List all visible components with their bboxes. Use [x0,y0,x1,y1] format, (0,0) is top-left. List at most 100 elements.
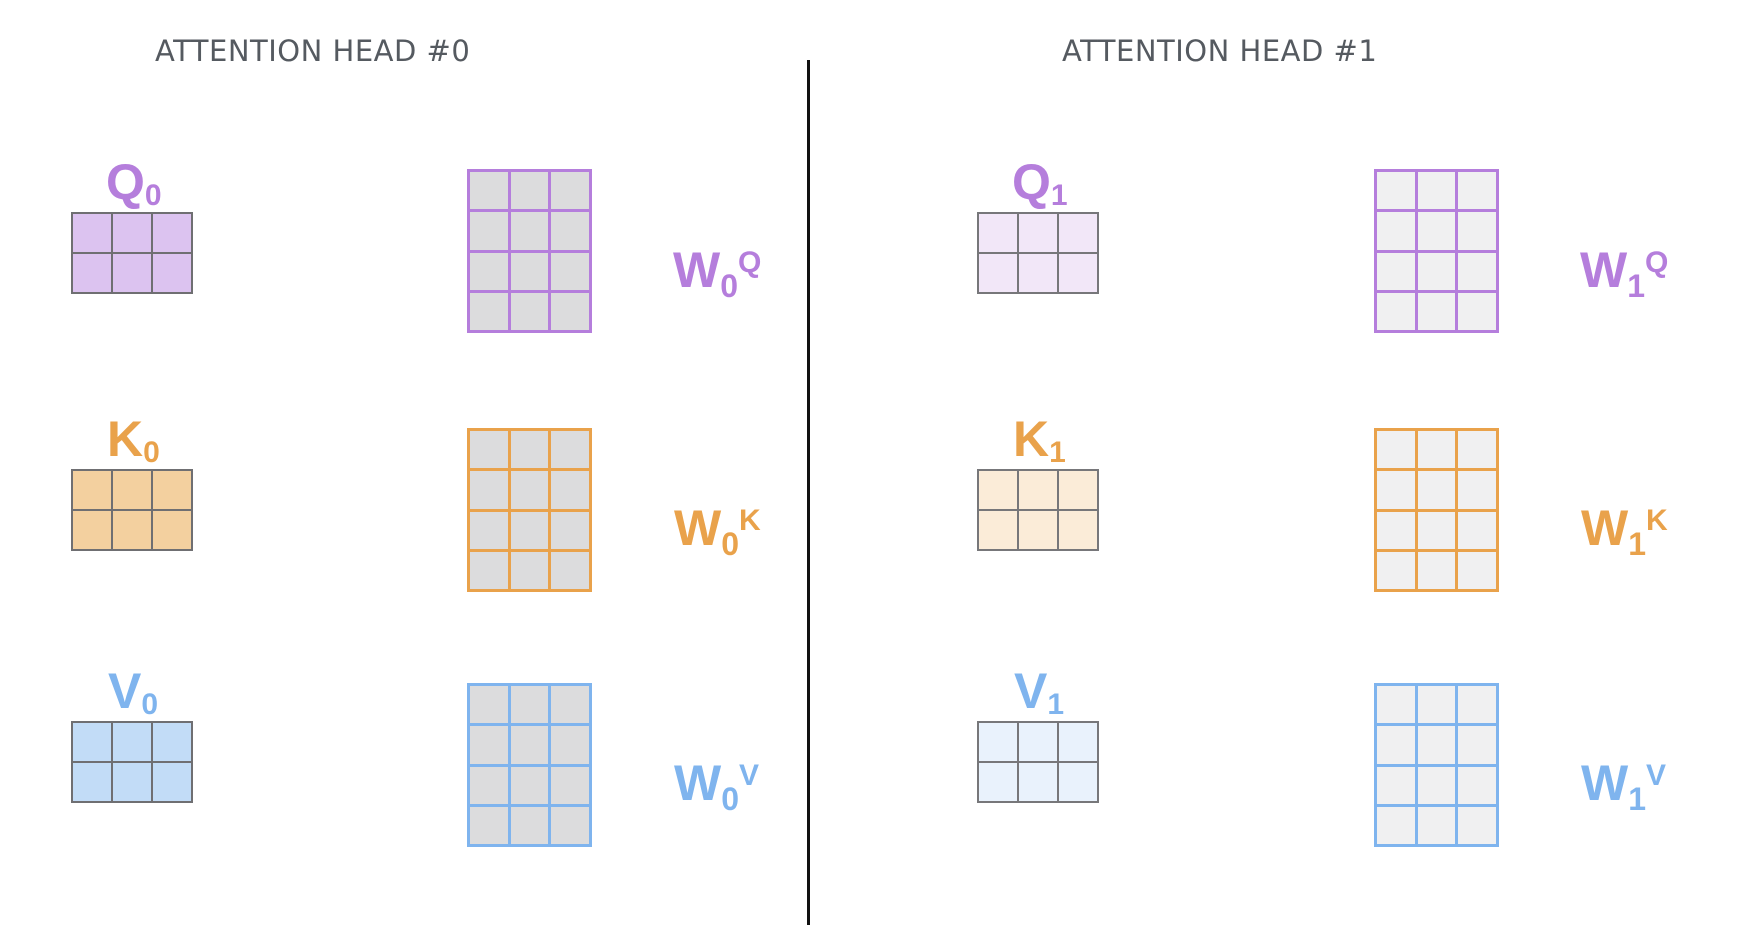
head-1-key-vector-cell [1059,511,1097,549]
head-1-query-weight-matrix-cell [1377,212,1415,250]
head-1-key-weight-matrix-cell [1458,511,1496,549]
head-1-key-weight-matrix-cell [1377,551,1415,589]
head-0-query-weight-matrix-cell [470,212,508,250]
head-0-query-weight-matrix-cell [470,292,508,330]
head-1-query-weight-matrix-cell [1458,212,1496,250]
head-0-value-weight-matrix-cell [510,806,549,844]
head-0-value-weight-label: W0V [674,755,760,817]
head-0-key-label: K0 [107,411,160,469]
head-0-title: ATTENTION HEAD #0 [155,34,471,68]
head-0-query-weight-matrix-cell [510,252,549,290]
head-1-value-label: V1 [1014,663,1065,721]
head-1-key-weight-matrix-cell [1458,431,1496,469]
head-0-query-weight-matrix-cell [510,172,549,210]
head-1-query-weight-matrix-cell [1417,252,1456,290]
head-0-value-vector-cell [113,763,151,801]
head-0-value-vector-cell [113,723,151,761]
head-1-query-vector-cell [1019,214,1057,252]
head-1-query-vector-cell [979,214,1017,252]
head-0-key-weight-matrix-cell [510,471,549,509]
head-1-key-vector [977,469,1099,551]
head-1-query-weight-matrix [1374,169,1499,333]
head-1-query-weight-matrix-cell [1458,292,1496,330]
head-1-query-weight-matrix-cell [1417,292,1456,330]
head-0-value-weight-matrix [467,683,592,847]
head-0-value-weight-matrix-cell [551,766,589,804]
head-1-query-weight-matrix-cell [1458,252,1496,290]
head-0-query-weight-matrix-cell [551,212,589,250]
head-1-key-weight-matrix-cell [1458,551,1496,589]
head-0-query-weight-label: W0Q [673,242,762,304]
head-0-query-vector [71,212,193,294]
head-1-key-weight-matrix-cell [1417,511,1456,549]
head-0-value-weight-matrix-cell [470,686,508,724]
head-1-value-weight-matrix-cell [1377,686,1415,724]
head-0-value-vector-cell [73,763,111,801]
head-0-value-label: V0 [108,663,159,721]
head-0-key-vector-cell [113,471,151,509]
head-1-query-weight-label: W1Q [1580,242,1669,304]
head-1-key-vector-cell [979,511,1017,549]
head-0-query-vector-cell [153,254,191,292]
head-1-key-weight-matrix-cell [1458,471,1496,509]
head-1-value-weight-matrix-cell [1458,806,1496,844]
head-0-query-weight-matrix-cell [470,252,508,290]
head-0-key-weight-matrix-cell [470,431,508,469]
head-0-value-weight-matrix-cell [470,766,508,804]
head-0-query-weight-matrix-cell [551,172,589,210]
head-1-key-weight-matrix-cell [1377,511,1415,549]
head-0-query-label: Q0 [106,154,162,212]
head-0-key-vector-cell [73,511,111,549]
head-0-value-weight-matrix-cell [551,726,589,764]
head-1-value-weight-matrix-cell [1458,766,1496,804]
head-0-query-vector-cell [153,214,191,252]
head-0-key-vector [71,469,193,551]
head-0-key-weight-matrix-cell [551,551,589,589]
head-1-query-weight-matrix-cell [1377,172,1415,210]
head-0-key-weight-matrix-cell [470,471,508,509]
head-1-value-vector-cell [979,763,1017,801]
head-0-key-vector-cell [73,471,111,509]
head-0-value-weight-matrix-cell [470,726,508,764]
head-1-value-weight-matrix-cell [1458,686,1496,724]
head-0-value-weight-matrix-cell [510,726,549,764]
head-0-value-vector-cell [73,723,111,761]
head-1-query-vector-cell [979,254,1017,292]
head-0-value-vector-cell [153,763,191,801]
head-0-key-weight-label: W0K [674,500,761,562]
head-0-key-weight-matrix-cell [510,431,549,469]
head-1-query-vector-cell [1059,254,1097,292]
head-0-query-weight-matrix [467,169,592,333]
head-1-key-weight-label: W1K [1581,500,1668,562]
head-1-value-weight-label: W1V [1581,755,1667,817]
head-1-query-label: Q1 [1012,154,1068,212]
head-1-value-vector-cell [979,723,1017,761]
head-1-value-weight-matrix-cell [1417,686,1456,724]
head-1-value-weight-matrix [1374,683,1499,847]
head-1-value-vector-cell [1019,723,1057,761]
head-0-value-weight-matrix-cell [551,686,589,724]
head-0-key-weight-matrix [467,428,592,592]
head-1-key-vector-cell [979,471,1017,509]
head-1-value-vector-cell [1059,763,1097,801]
head-1-value-vector-cell [1019,763,1057,801]
head-1-key-weight-matrix-cell [1417,551,1456,589]
head-0-key-vector-cell [153,511,191,549]
head-0-key-vector-cell [153,471,191,509]
head-1-query-weight-matrix-cell [1377,252,1415,290]
head-1-value-weight-matrix-cell [1417,726,1456,764]
head-1-value-weight-matrix-cell [1458,726,1496,764]
head-1-key-vector-cell [1019,511,1057,549]
head-0-query-vector-cell [73,254,111,292]
head-0-key-weight-matrix-cell [510,551,549,589]
head-1-query-weight-matrix-cell [1377,292,1415,330]
head-1-key-weight-matrix-cell [1377,471,1415,509]
head-0-key-weight-matrix-cell [470,511,508,549]
head-0-key-weight-matrix-cell [551,471,589,509]
head-0-key-vector-cell [113,511,151,549]
head-1-key-vector-cell [1059,471,1097,509]
head-1-value-weight-matrix-cell [1377,766,1415,804]
head-1-value-weight-matrix-cell [1417,806,1456,844]
head-0-query-vector-cell [113,254,151,292]
head-0-key-weight-matrix-cell [510,511,549,549]
